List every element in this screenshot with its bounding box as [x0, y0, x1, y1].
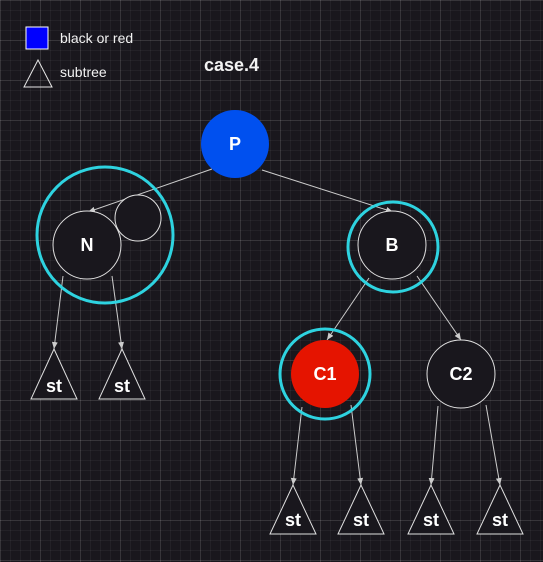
- subtree-n-left: st: [30, 347, 78, 400]
- edge-p-n: [87, 168, 213, 213]
- subtree-c1-left: st: [269, 483, 317, 535]
- edge-b-c2: [416, 275, 462, 341]
- edge-c1-st2: [350, 404, 364, 486]
- legend-color-label: black or red: [60, 30, 134, 46]
- subtree-label: st: [46, 376, 62, 396]
- subtree-label: st: [114, 376, 130, 396]
- highlight-ring-b: [346, 200, 440, 294]
- edge-c2-st1: [428, 405, 439, 486]
- subtree-n-right: st: [98, 347, 146, 400]
- node-b-label: B: [386, 235, 399, 255]
- node-n: N: [52, 210, 122, 280]
- edge-c2-st2: [485, 404, 502, 486]
- node-p-label: P: [229, 134, 241, 154]
- node-c1: C1: [291, 340, 359, 408]
- subtree-label: st: [353, 510, 369, 530]
- subtree-label: st: [423, 510, 439, 530]
- node-c2: C2: [426, 339, 496, 409]
- node-b: B: [357, 210, 427, 280]
- edge-n-st2: [111, 275, 125, 350]
- node-c2-label: C2: [449, 364, 472, 384]
- highlight-ring-n: [35, 165, 175, 305]
- legend-subtree-label: subtree: [60, 64, 107, 80]
- subtree-c1-right: st: [337, 483, 385, 535]
- diagram-title: case.4: [204, 55, 260, 75]
- legend-subtree-icon: [23, 58, 53, 88]
- legend-color-swatch: [25, 26, 49, 50]
- node-n-label: N: [81, 235, 94, 255]
- subtree-label: st: [285, 510, 301, 530]
- subtree-label: st: [492, 510, 508, 530]
- node-n-sibling-placeholder: [114, 194, 162, 242]
- node-c1-label: C1: [313, 364, 336, 384]
- edge-p-b: [261, 169, 394, 213]
- edge-c1-st1: [290, 406, 303, 486]
- node-p: P: [201, 110, 269, 178]
- highlight-ring-c1: [278, 327, 372, 421]
- subtree-c2-left: st: [407, 483, 455, 535]
- subtree-c2-right: st: [476, 483, 524, 535]
